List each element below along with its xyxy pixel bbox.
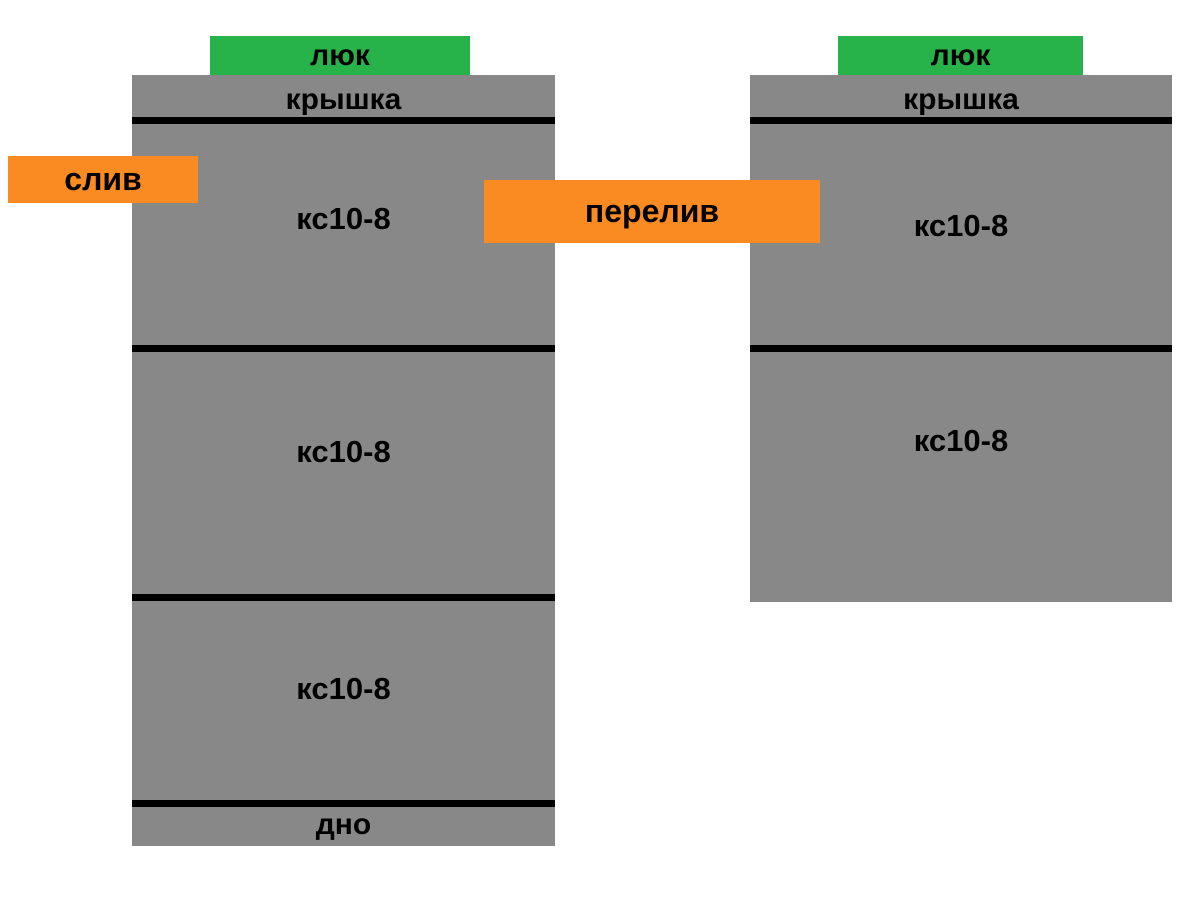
left-tank-ring-3-label: кс10-8 [296,671,391,706]
right-tank-hatch-label: люк [930,38,991,72]
right-tank-ring-2-label: кс10-8 [913,423,1009,458]
left-tank-ring-1-label: кс10-8 [296,201,391,236]
left-tank-seam-floor [132,800,555,807]
left-tank-hatch-label: люк [310,38,370,72]
overflow-pipe-box[interactable]: перелив [484,180,820,243]
left-tank-lid-label: крышка [285,83,402,116]
right-tank-seam-ring-1-2 [750,345,1172,352]
right-tank-body [750,75,1172,602]
right-tank-seam-lid [750,117,1172,124]
right-tank-lid-label: крышка [903,83,1019,116]
drain-pipe-box[interactable]: слив [8,156,198,203]
right-tank-hatch-box[interactable]: люк [838,36,1083,75]
left-tank-seam-ring-1-2 [132,345,555,352]
left-tank-seam-ring-2-3 [132,594,555,601]
left-tank-hatch-box[interactable]: люк [210,36,470,75]
left-tank-seam-lid [132,117,555,124]
left-tank-ring-2-label: кс10-8 [296,434,391,469]
overflow-pipe-label: перелив [584,193,720,229]
right-tank-ring-1-label: кс10-8 [913,208,1009,243]
drain-pipe-label: слив [64,161,142,197]
left-tank-floor-label: дно [315,808,372,841]
